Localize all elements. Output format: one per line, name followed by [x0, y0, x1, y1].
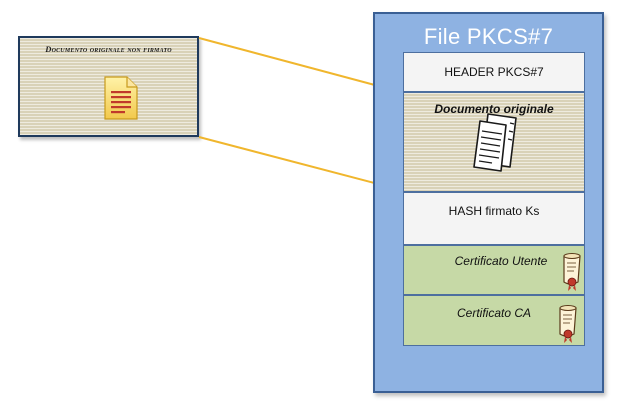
signed-hash-section: HASH firmato Ks — [403, 192, 585, 245]
pkcs7-file-container: File PKCS#7 HEADER PKCS#7 Documento orig… — [373, 12, 604, 393]
certificate-scroll-icon — [563, 253, 581, 291]
connector-top — [198, 37, 402, 93]
ca-certificate-label: Certificato CA — [456, 306, 532, 320]
ca-certificate-section: Certificato CA — [403, 295, 585, 346]
connector-bottom — [198, 136, 402, 191]
original-document-box: Documento originale non firmato — [18, 36, 199, 137]
signed-hash-label: HASH firmato Ks — [448, 204, 540, 218]
pkcs7-header-label: HEADER PKCS#7 — [444, 65, 544, 79]
user-certificate-section: Certificato Utente — [403, 245, 585, 295]
original-document-section: Documento originale — [403, 92, 585, 192]
original-document-title: Documento originale non firmato — [45, 44, 172, 54]
original-document-label: Documento originale — [434, 102, 554, 116]
certificate-scroll-icon — [559, 305, 577, 343]
papers-icon — [473, 113, 517, 172]
user-certificate-label: Certificato Utente — [454, 254, 548, 268]
pkcs7-header-section: HEADER PKCS#7 — [403, 52, 585, 92]
pkcs7-file-title: File PKCS#7 — [423, 24, 554, 49]
document-icon — [104, 76, 138, 120]
